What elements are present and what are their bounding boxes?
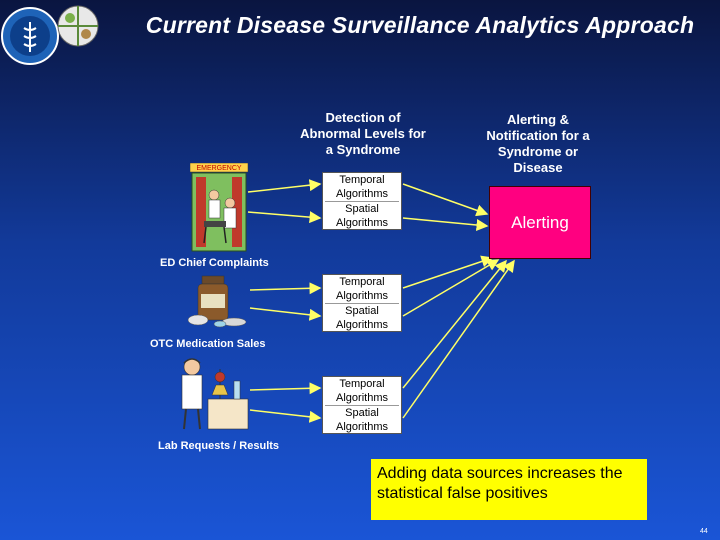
page-number: 44 <box>700 528 708 535</box>
algo-temporal-sub: Algorithms <box>336 187 388 200</box>
algo-spatial-label: Spatial <box>345 406 379 419</box>
algo-temporal-label: Temporal <box>339 275 385 288</box>
arrow-lab-temporal <box>249 382 322 395</box>
organization-logo <box>1 5 99 65</box>
arrow-box1-b <box>402 217 489 231</box>
algo-temporal-label: Temporal <box>339 377 385 390</box>
medication-bottle-illustration <box>187 275 247 328</box>
arrow-box3-b <box>402 259 515 419</box>
algo-temporal-label: Temporal <box>339 173 385 186</box>
algo-divider <box>325 404 399 406</box>
arrow-box2-b <box>402 259 500 317</box>
algo-temporal-sub: Algorithms <box>336 391 388 404</box>
source-label-otc: OTC Medication Sales <box>150 338 266 350</box>
arrow-box2-a <box>402 255 494 289</box>
algorithm-box-ed: Temporal Algorithms Spatial Algorithms <box>322 172 402 230</box>
emergency-sign: EMERGENCY <box>196 165 241 172</box>
false-positives-callout: Adding data sources increases the statis… <box>371 459 647 520</box>
arrow-otc-spatial <box>249 307 322 321</box>
algo-spatial-label: Spatial <box>345 304 379 317</box>
arrow-ed-temporal <box>247 179 322 193</box>
algo-spatial-label: Spatial <box>345 202 379 215</box>
detection-header: Detection of Abnormal Levels for a Syndr… <box>300 110 426 157</box>
source-label-lab: Lab Requests / Results <box>158 440 280 452</box>
algo-temporal-sub: Algorithms <box>336 289 388 302</box>
arrow-box3-a <box>402 259 507 389</box>
algo-spatial-sub: Algorithms <box>336 216 388 229</box>
arrow-box1-a <box>402 183 489 217</box>
emergency-room-illustration: EMERGENCY <box>190 163 249 252</box>
algo-divider <box>325 302 399 304</box>
callout-text: Adding data sources increases the statis… <box>377 465 623 502</box>
arrow-lab-spatial <box>249 409 322 423</box>
arrow-ed-spatial <box>247 211 322 224</box>
algo-spatial-sub: Algorithms <box>336 420 388 433</box>
alerting-box: Alerting <box>489 186 591 259</box>
slide-title: Current Disease Surveillance Analytics A… <box>145 12 695 38</box>
algorithm-box-lab: Temporal Algorithms Spatial Algorithms <box>322 376 402 434</box>
algo-spatial-sub: Algorithms <box>336 318 388 331</box>
algorithm-box-otc: Temporal Algorithms Spatial Algorithms <box>322 274 402 332</box>
algo-divider <box>325 200 399 202</box>
alerting-header: Alerting & Notification for a Syndrome o… <box>486 112 590 175</box>
alerting-label: Alerting <box>511 212 569 232</box>
lab-scientist-illustration <box>181 358 249 430</box>
source-label-ed: ED Chief Complaints <box>160 257 269 269</box>
arrow-otc-temporal <box>249 282 322 295</box>
